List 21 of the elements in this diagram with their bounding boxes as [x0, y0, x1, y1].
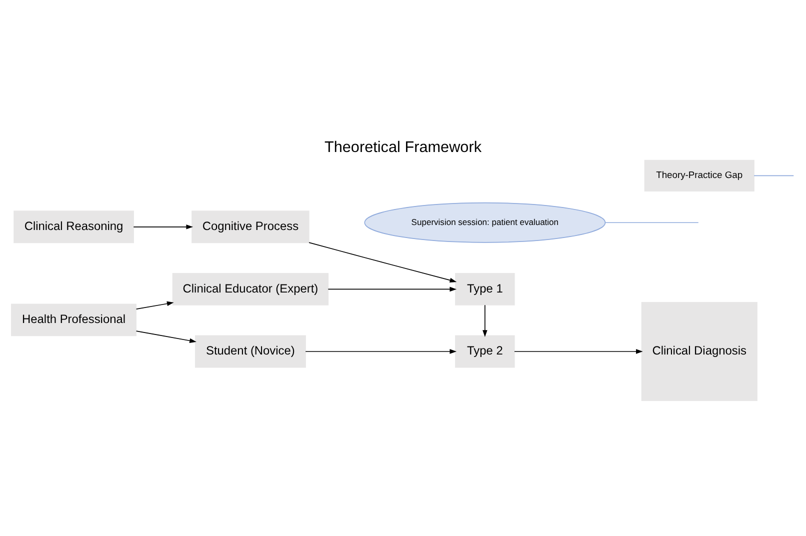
- node-box: Clinical Educator (Expert): [172, 272, 329, 305]
- arrow: [482, 304, 488, 336]
- node-box: Theory-Practice Gap: [644, 159, 754, 191]
- arrow: [308, 242, 457, 282]
- node-box: Clinical Reasoning: [14, 210, 134, 243]
- node-ellipse: Supervision session: patient evaluation: [364, 202, 606, 242]
- node-box: Type 2: [455, 334, 515, 368]
- node-box: Clinical Diagnosis: [641, 302, 758, 401]
- node-box: Cognitive Process: [192, 210, 310, 243]
- arrow: [133, 224, 194, 229]
- node-box: Student (Novice): [194, 334, 306, 368]
- diagram-title: Theoretical Framework: [324, 138, 482, 156]
- arrow: [328, 286, 457, 292]
- arrow: [305, 348, 457, 354]
- arrow: [136, 300, 174, 310]
- node-box: Type 1: [455, 272, 515, 305]
- arrow: [136, 330, 196, 343]
- node-box: Health Professional: [11, 303, 137, 336]
- arrow: [514, 348, 643, 354]
- connector: [604, 222, 699, 223]
- connector: [754, 174, 794, 176]
